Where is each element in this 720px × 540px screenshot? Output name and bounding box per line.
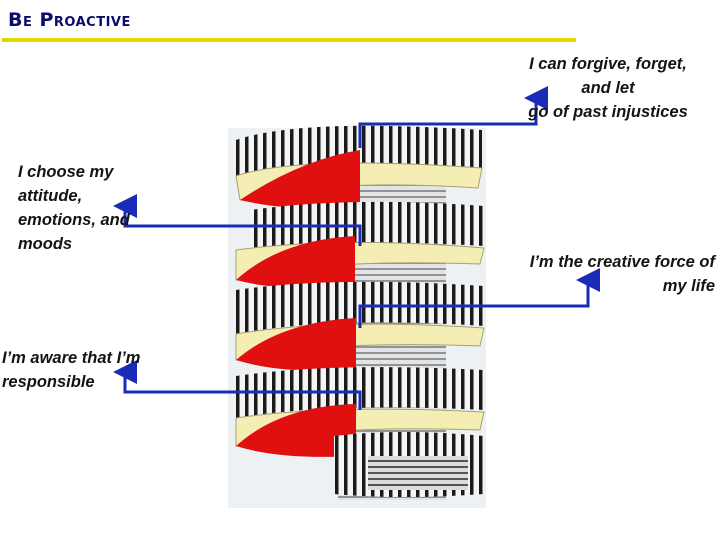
note-aware-responsible: I’m aware that I’m responsible [2,349,141,391]
note-forgive-forget: I can forgive, forget, and let go of pas… [528,55,688,121]
title-underline [2,38,576,42]
note-choose-attitude: I choose my attitude, emotions, and mood… [18,163,130,253]
slide-title: Be Proactive [8,9,131,31]
stair-base [334,432,484,497]
note-creative-force: I’m the creative force of my life [529,253,715,295]
